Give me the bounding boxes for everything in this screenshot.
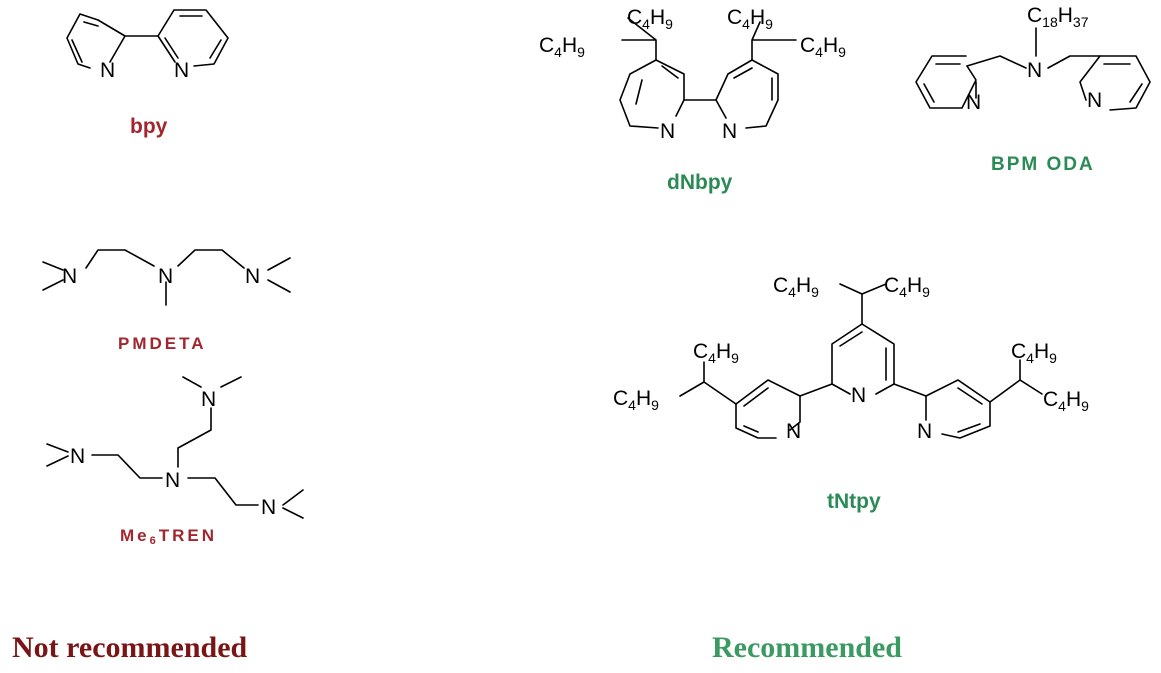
tntpy-nitrogen-right: N bbox=[917, 420, 932, 443]
dnbpy-butyl-right: C4H9 bbox=[800, 34, 846, 60]
me6tren-nitrogen-left: N bbox=[70, 445, 85, 468]
tntpy-butyl-top-left: C4H9 bbox=[773, 274, 819, 300]
tntpy-butyl-left-lower: C4H9 bbox=[613, 387, 659, 413]
bpy-nitrogen-left: N bbox=[100, 59, 115, 82]
pmdeta-label: PMDETA bbox=[118, 334, 207, 353]
bpy-nitrogen-right: N bbox=[174, 59, 189, 82]
recommended-heading: Recommended bbox=[712, 631, 902, 664]
me6tren-structure: N N N N bbox=[46, 376, 304, 519]
not-recommended-heading: Not recommended bbox=[12, 631, 248, 664]
bpmoda-nitrogen-left: N bbox=[966, 91, 981, 114]
tntpy-structure: N N N C4H9 C4H9 C4H9 C4H9 C4H9 C4H9 bbox=[613, 274, 1089, 443]
bpy-label: bpy bbox=[130, 115, 168, 138]
bpy-structure: N N bbox=[66, 9, 229, 82]
dnbpy-butyl-top-right: C4H9 bbox=[727, 6, 773, 32]
dnbpy-butyl-top-left: C4H9 bbox=[627, 6, 673, 32]
tntpy-butyl-top-right: C4H9 bbox=[884, 274, 930, 300]
pmdeta-nitrogen-right: N bbox=[245, 265, 260, 288]
tntpy-nitrogen-center: N bbox=[851, 384, 866, 407]
tntpy-butyl-right-lower: C4H9 bbox=[1043, 388, 1089, 414]
tntpy-nitrogen-left: N bbox=[786, 420, 801, 443]
me6tren-nitrogen-center: N bbox=[165, 469, 180, 492]
bpmoda-octadecyl: C18H37 bbox=[1027, 4, 1089, 30]
me6tren-nitrogen-top: N bbox=[201, 388, 216, 411]
dnbpy-butyl-left: C4H9 bbox=[539, 34, 585, 60]
pmdeta-nitrogen-left: N bbox=[62, 265, 77, 288]
dnbpy-nitrogen-right: N bbox=[722, 120, 737, 143]
dnbpy-nitrogen-left: N bbox=[660, 120, 675, 143]
me6tren-nitrogen-right: N bbox=[261, 496, 276, 519]
pmdeta-nitrogen-center: N bbox=[158, 265, 173, 288]
dnbpy-structure: N N C4H9 C4H9 C4H9 C4H9 bbox=[539, 6, 846, 143]
me6tren-label: Me6TREN bbox=[120, 526, 217, 547]
bpmoda-nitrogen-right: N bbox=[1087, 89, 1102, 112]
dnbpy-label: dNbpy bbox=[667, 171, 733, 194]
bpmoda-nitrogen-amine: N bbox=[1027, 59, 1042, 82]
bpmoda-label: BPM ODA bbox=[991, 154, 1095, 175]
pmdeta-structure: N N N bbox=[42, 249, 291, 306]
tntpy-label: tNtpy bbox=[827, 490, 881, 513]
tntpy-butyl-right-upper: C4H9 bbox=[1011, 340, 1057, 366]
tntpy-butyl-left-upper: C4H9 bbox=[693, 340, 739, 366]
bpmoda-structure: N N N C18H37 bbox=[915, 4, 1151, 114]
